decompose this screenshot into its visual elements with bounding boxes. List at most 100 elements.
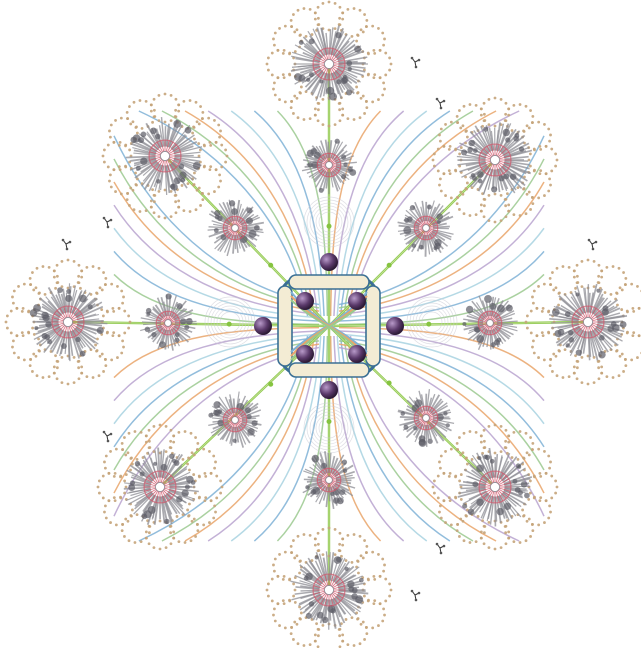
halo-bead	[102, 497, 105, 500]
cluster-node	[359, 578, 364, 583]
halo-bead	[576, 360, 579, 363]
cluster-node	[309, 72, 314, 77]
halo-bead	[288, 52, 291, 55]
halo-bead	[165, 450, 168, 453]
halo-bead	[100, 308, 103, 311]
cluster-strand	[126, 156, 156, 157]
halo-bead	[456, 121, 459, 124]
halo-bead	[500, 98, 503, 101]
halo-bead	[56, 264, 59, 267]
halo-bead	[512, 431, 515, 434]
halo-bead	[507, 530, 510, 533]
cluster-node	[404, 218, 409, 223]
halo-bead	[278, 553, 281, 556]
halo-bead	[32, 289, 35, 292]
halo-bead	[186, 509, 189, 512]
halo-bead	[630, 358, 633, 361]
halo-bead	[134, 126, 137, 129]
halo-bead	[103, 161, 106, 164]
halo-bead	[529, 492, 532, 495]
halo-bead	[35, 286, 38, 289]
cluster-node	[599, 335, 605, 341]
halo-bead	[288, 578, 291, 581]
cluster-node	[169, 453, 175, 459]
halo-bead	[36, 374, 39, 377]
core-center	[155, 482, 164, 491]
halo-bead	[294, 589, 297, 592]
halo-bead	[505, 198, 508, 201]
halo-bead	[626, 331, 629, 334]
glyph-atom	[595, 241, 598, 244]
halo-bead	[33, 333, 36, 336]
halo-bead	[505, 429, 508, 432]
halo-bead	[106, 310, 109, 313]
halo-bead	[383, 564, 386, 567]
cluster-node	[346, 89, 352, 95]
halo-bead	[151, 188, 154, 191]
purple-sphere	[320, 253, 338, 271]
halo-bead	[53, 269, 56, 272]
cluster-node	[180, 178, 185, 183]
halo-bead	[282, 73, 285, 76]
halo-bead	[529, 480, 532, 483]
halo-bead	[547, 455, 550, 458]
halo-bead	[443, 145, 446, 148]
halo-bead	[283, 76, 286, 79]
cluster-node	[47, 339, 52, 344]
halo-bead	[456, 523, 459, 526]
halo-bead	[531, 523, 534, 526]
halo-bead	[381, 32, 384, 35]
halo-bead	[373, 599, 376, 602]
halo-bead	[519, 103, 522, 106]
halo-bead	[182, 100, 185, 103]
halo-bead	[362, 31, 365, 34]
halo-bead	[27, 332, 30, 335]
halo-bead	[193, 138, 196, 141]
halo-bead	[341, 640, 344, 643]
halo-bead	[116, 285, 119, 288]
halo-bead	[494, 125, 497, 128]
halo-bead	[458, 535, 461, 538]
halo-bead	[549, 461, 552, 464]
cluster-node	[341, 155, 346, 160]
halo-bead	[305, 35, 308, 38]
halo-bead	[630, 283, 633, 286]
halo-bead	[314, 640, 317, 643]
halo-bead	[605, 266, 608, 269]
halo-bead	[292, 13, 295, 16]
halo-bead	[543, 123, 546, 126]
halo-bead	[317, 23, 320, 26]
cluster-node	[473, 148, 478, 153]
halo-bead	[488, 194, 491, 197]
halo-bead	[22, 334, 25, 337]
halo-bead	[438, 184, 441, 187]
halo-bead	[182, 458, 185, 461]
halo-bead	[545, 172, 548, 175]
cluster-node	[521, 481, 528, 488]
halo-bead	[384, 578, 387, 581]
halo-bead	[631, 334, 634, 337]
halo-bead	[128, 149, 131, 152]
cluster-strand	[307, 481, 322, 482]
halo-bead	[215, 168, 218, 171]
halo-bead	[158, 190, 161, 193]
halo-bead	[109, 450, 112, 453]
halo-bead	[462, 193, 465, 196]
halo-bead	[184, 541, 187, 544]
cluster-node	[185, 127, 192, 134]
halo-bead	[29, 364, 32, 367]
halo-bead	[284, 100, 287, 103]
halo-bead	[284, 626, 287, 629]
halo-bead	[504, 531, 507, 534]
halo-bead	[175, 211, 178, 214]
halo-bead	[194, 535, 197, 538]
halo-bead	[115, 448, 118, 451]
halo-bead	[522, 129, 525, 132]
halo-bead	[573, 372, 576, 375]
halo-bead	[531, 346, 534, 349]
halo-bead	[548, 504, 551, 507]
halo-bead	[113, 141, 116, 144]
cluster-node	[153, 462, 157, 466]
halo-bead	[278, 624, 281, 627]
halo-bead	[196, 529, 199, 532]
